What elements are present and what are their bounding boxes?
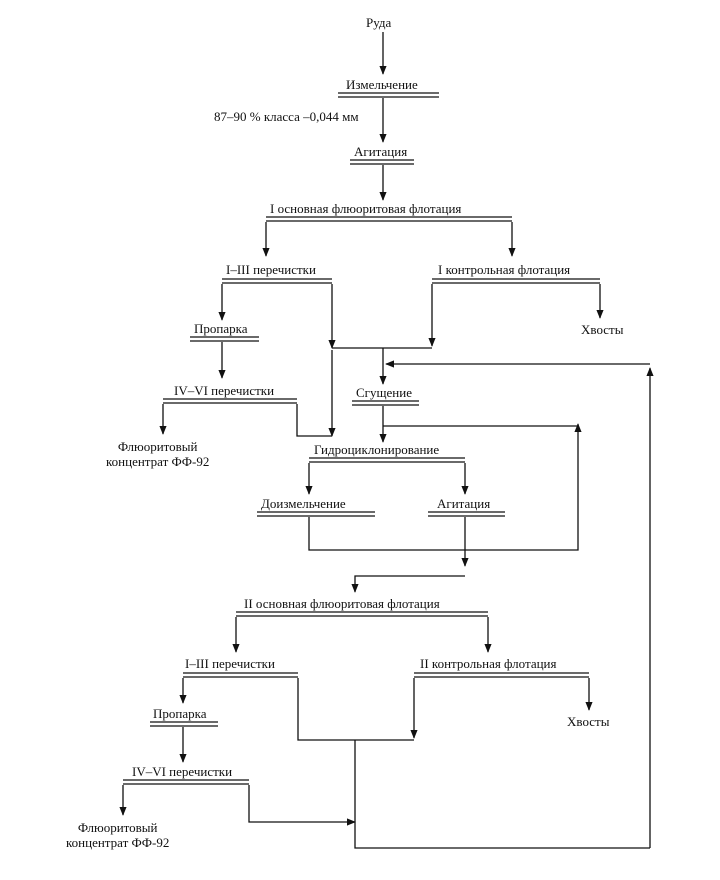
grind-class-label: 87–90 % класса –0,044 мм	[214, 109, 359, 124]
flotation-1-main-label: I основная флюоритовая флотация	[270, 201, 462, 216]
cleaning-4-6-label: IV–VI перечистки	[174, 383, 275, 398]
fluorite-concentrate-2-label: Флюоритовый концентрат ФФ-92	[66, 820, 170, 850]
hydrocycloning-label: Гидроциклонирование	[314, 442, 440, 457]
control-flotation-2-label: II контрольная флотация	[420, 656, 557, 671]
cleaning-2-4-6-label: IV–VI перечистки	[132, 764, 233, 779]
cleaning-1-3-label: I–III перечистки	[226, 262, 316, 277]
regrinding-label: Доизмельчение	[261, 496, 346, 511]
flow-lines	[119, 32, 654, 849]
agitation-2-label: Агитация	[437, 496, 491, 511]
steaming-1-label: Пропарка	[194, 321, 248, 336]
control-flotation-1-label: I контрольная флотация	[438, 262, 571, 277]
operation-bars	[123, 92, 600, 785]
tailings-1-label: Хвосты	[581, 322, 624, 337]
thickening-label: Сгущение	[356, 385, 412, 400]
steaming-2-label: Пропарка	[153, 706, 207, 721]
cleaning-2-1-3-label: I–III перечистки	[185, 656, 275, 671]
agitation-1-label: Агитация	[354, 144, 408, 159]
flotation-2-main-label: II основная флюоритовая флотация	[244, 596, 440, 611]
fluorite-concentrate-1-label: Флюоритовый концентрат ФФ-92	[106, 439, 210, 469]
tailings-2-label: Хвосты	[567, 714, 610, 729]
ore-label: Руда	[366, 15, 392, 30]
grinding-label: Измельчение	[346, 77, 418, 92]
